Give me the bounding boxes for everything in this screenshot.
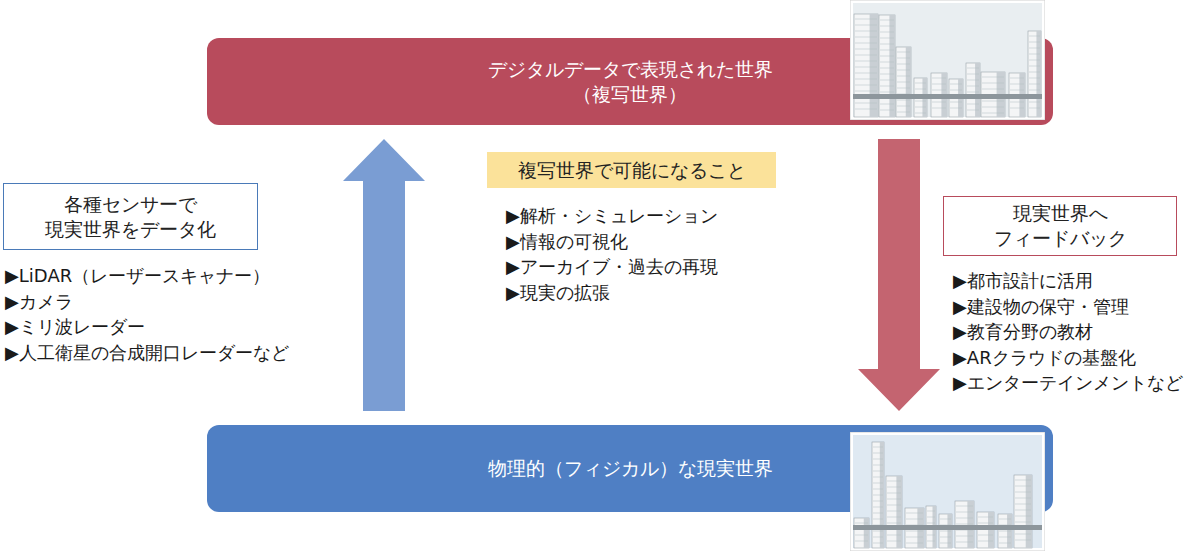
node-text: 複写世界で可能になること [518,158,746,183]
world-band: デジタルデータで表現された世界 （複写世界） [207,38,1053,125]
process-box: 現実世界へ フィードバック [943,196,1177,256]
node-text: 各種センサーで 現実世界をデータ化 [4,192,257,241]
process-box: 各種センサーで 現実世界をデータ化 [3,183,258,250]
node-text: 物理的（フィジカル）な現実世界 [488,456,773,481]
list-item: ▶ARクラウドの基盤化 [953,345,1136,370]
list-item: ▶建設物の保守・管理 [953,294,1129,319]
list-item: ▶解析・シミュレーション [506,203,718,228]
heading-box: 複写世界で可能になること [487,152,776,188]
list-item: ▶カメラ [5,289,73,314]
list-item: ▶人工衛星の合成開口レーダーなど [5,340,289,365]
city-illustration [850,0,1045,120]
list-item: ▶情報の可視化 [506,229,628,254]
world-band: 物理的（フィジカル）な現実世界 [207,425,1053,512]
node-text: デジタルデータで表現された世界 （複写世界） [470,57,790,106]
flow-arrow [858,139,940,411]
list-item: ▶都市設計に活用 [953,268,1093,293]
node-text: 現実世界へ フィードバック [944,201,1176,250]
list-item: ▶ミリ波レーダー [5,314,145,339]
flow-arrow [343,139,425,411]
list-item: ▶現実の拡張 [506,280,610,305]
list-item: ▶アーカイブ・過去の再現 [506,254,718,279]
list-item: ▶LiDAR（レーザースキャナー） [5,263,270,288]
list-item: ▶エンターテインメントなど [953,370,1183,395]
list-item: ▶教育分野の教材 [953,319,1093,344]
city-illustration [850,432,1045,551]
